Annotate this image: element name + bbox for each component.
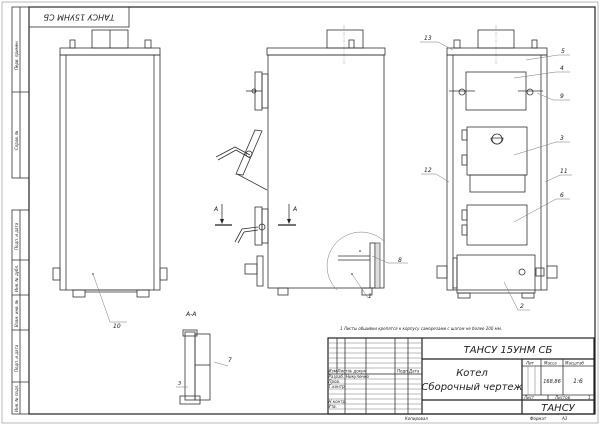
product-name: Котел	[456, 368, 488, 379]
format-label: Формат	[530, 416, 547, 421]
section-a-a: А-А 7 3	[176, 311, 232, 405]
side-strip: Перв. примен Справ. № Подп. и дата Инв. …	[11, 6, 30, 415]
callout-1: 1	[368, 293, 372, 300]
callout-4: 4	[560, 65, 564, 72]
hdr-lit: Лит	[525, 361, 535, 366]
side-view: А А 8 1	[213, 25, 408, 300]
mass-value: 168,86	[543, 379, 561, 385]
callout-10: 10	[113, 323, 121, 330]
top-stamp-text: ТАНСУ 15УНМ СБ	[43, 13, 114, 22]
sheets-count: 1	[588, 395, 591, 400]
callout-7: 7	[228, 357, 232, 364]
row-tcontrol: Т.контр.	[329, 384, 346, 389]
strip-label: Справ. №	[14, 131, 19, 150]
hdr-scale: Масштаб	[565, 361, 585, 366]
row-developed: Разраб.	[329, 374, 345, 379]
strip-label: Инв. № подл.	[14, 384, 19, 412]
assembly-note: 1 Листы обшивки крепятся к корпусу самор…	[340, 326, 502, 331]
strip-label: Подп. и дата	[14, 344, 19, 372]
callout-12: 12	[424, 167, 432, 174]
row-checked: Пров.	[329, 379, 341, 384]
col-sign: Подп	[397, 369, 408, 374]
callout-8: 8	[398, 257, 402, 264]
section-marker-right: А	[292, 206, 297, 213]
row-approved: Утв.	[329, 404, 337, 409]
front-view: 13 5 4 9 3 12 11 6 2	[420, 25, 572, 311]
callout-3-front: 3	[560, 135, 564, 142]
scale-value: 1:6	[573, 378, 583, 385]
top-stamp	[28, 6, 130, 28]
strip-label: Взам. инв. №	[14, 300, 19, 327]
callout-13: 13	[424, 35, 432, 42]
developer-name: Никуленко	[346, 374, 369, 379]
callout-9: 9	[560, 93, 564, 100]
designation: ТАНСУ 15УНМ СБ	[464, 345, 553, 356]
format-value: А3	[561, 416, 568, 421]
hdr-mass: Масса	[544, 361, 557, 366]
callout-11: 11	[560, 168, 568, 175]
col-izm: Изм	[329, 369, 337, 374]
col-doc: № докум	[347, 369, 366, 374]
section-marker-left: А	[213, 206, 218, 213]
rear-view: 10	[52, 29, 168, 330]
strip-label: Подп. и дата	[14, 222, 19, 250]
col-list: Лист	[337, 369, 349, 374]
row-ncontrol: Н.контр.	[329, 399, 347, 404]
callout-2: 2	[520, 303, 524, 310]
section-label: А-А	[185, 311, 196, 318]
sheet-label: Лист	[523, 395, 535, 400]
strip-label: Перв. примен	[14, 41, 19, 70]
drawing-type: Сборочный чертеж	[421, 381, 522, 393]
callout-3: 3	[178, 381, 181, 387]
copied-label: Копировал	[405, 416, 428, 421]
col-date: Дата	[408, 369, 420, 374]
callout-5: 5	[561, 48, 565, 55]
strip-label: Инв. № дубл.	[14, 265, 19, 292]
organization: ТАНСУ	[541, 403, 575, 414]
callout-6: 6	[560, 192, 564, 199]
title-block: Изм Лист № докум Подп Дата Разраб. Никул…	[327, 337, 595, 415]
sheets-label: Листов	[554, 395, 571, 400]
